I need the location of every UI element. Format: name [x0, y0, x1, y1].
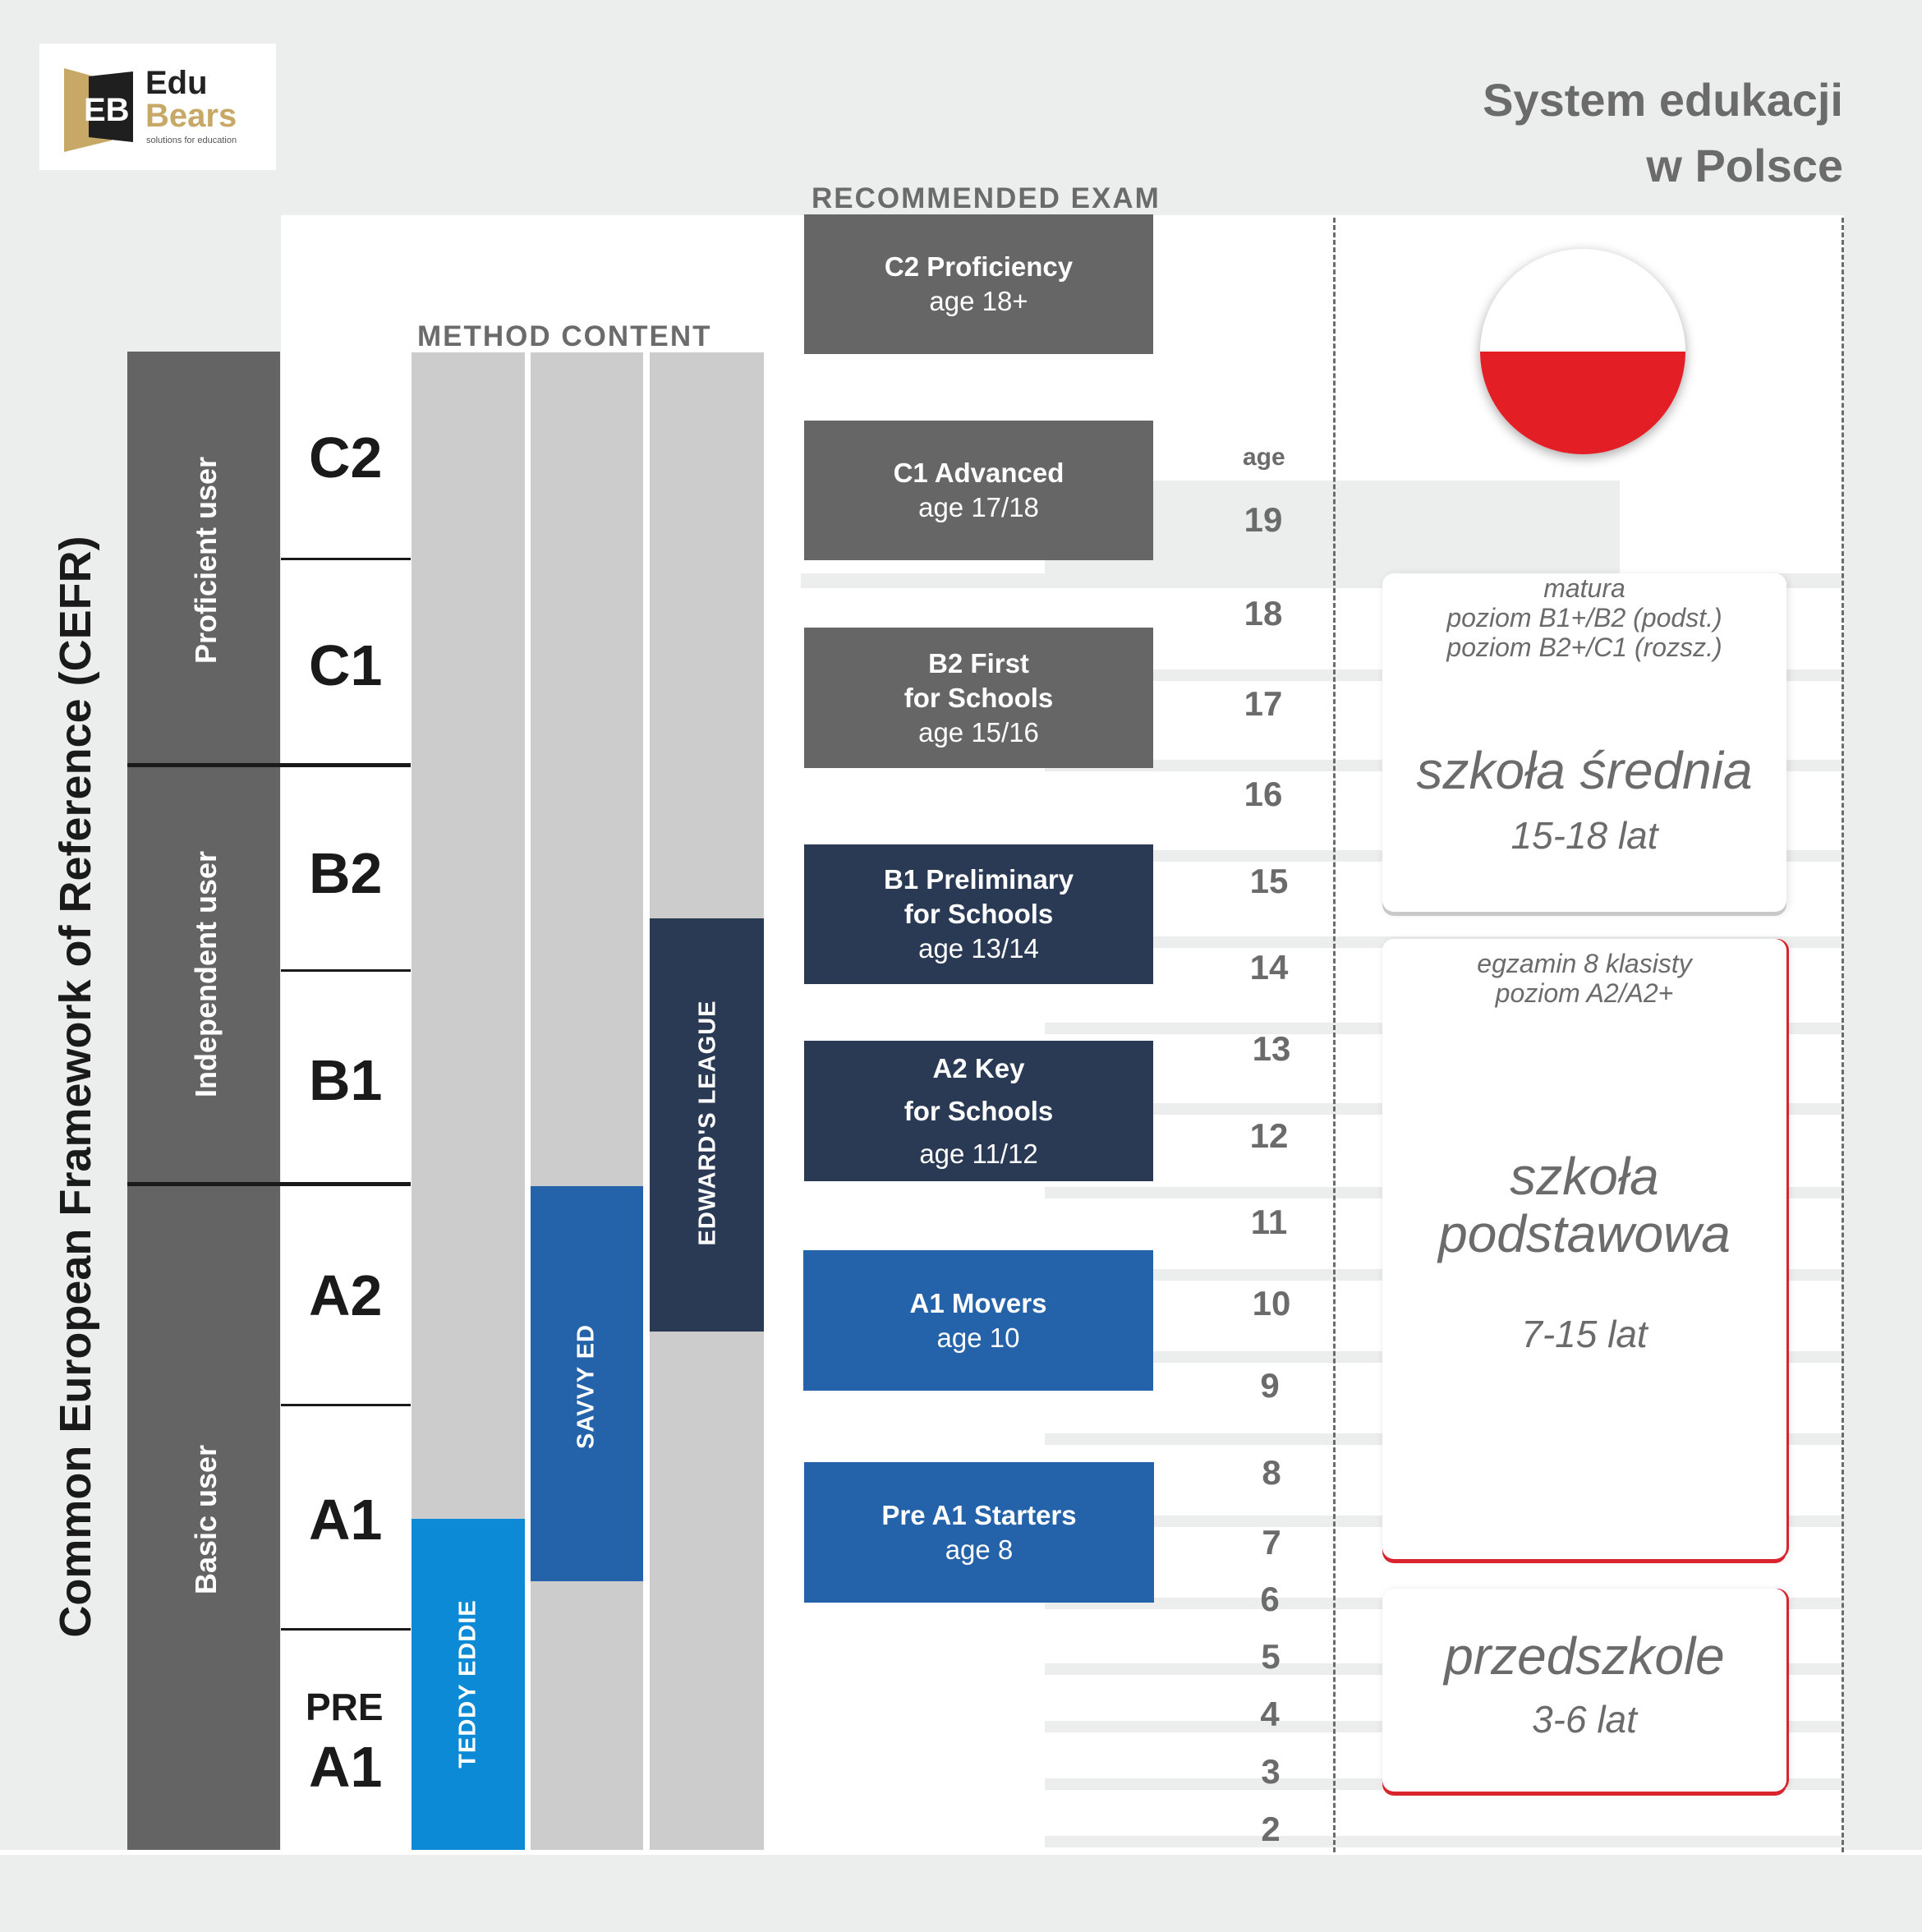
age-11: 11	[1250, 1203, 1288, 1241]
level-b1: B1	[309, 1048, 383, 1112]
group-basic-user: Basic user	[189, 1444, 223, 1595]
group-independent-user: Independent user	[189, 850, 223, 1098]
preschool-ages: 3-6 lat	[1532, 1698, 1637, 1741]
exam-name: B2 First	[928, 647, 1029, 678]
logo-word-bears: Bears	[145, 98, 237, 134]
series-edwards-league	[650, 918, 764, 1332]
recommended-exam-header: RECOMMENDED EXAM	[812, 182, 1161, 214]
age-3: 3	[1261, 1752, 1281, 1791]
primary-note-1: egzamin 8 klasisty	[1477, 949, 1692, 978]
level-c2: C2	[309, 426, 383, 490]
exam-b1-preliminary: B1 Preliminary for Schools age 13/14	[804, 844, 1153, 984]
age-5: 5	[1261, 1637, 1281, 1676]
exam-c1-advanced: C1 Advanced age 17/18	[804, 421, 1153, 560]
method-column-2	[531, 352, 643, 1850]
exam-name-2: for Schools	[904, 1095, 1054, 1126]
level-c1: C1	[309, 633, 383, 697]
exam-name: C1 Advanced	[893, 458, 1064, 488]
group-proficient-user: Proficient user	[189, 456, 223, 665]
exam-pre-a1-starters: Pre A1 Starters age 8	[804, 1462, 1154, 1603]
age-8: 8	[1262, 1453, 1281, 1492]
logo-word-edu: Edu	[145, 65, 208, 101]
secondary-note-1: matura	[1543, 573, 1625, 603]
primary-note-2: poziom A2/A2+	[1495, 978, 1674, 1008]
page-title: System edukacji w Polsce	[1350, 67, 1843, 199]
age-9: 9	[1260, 1366, 1280, 1405]
exam-name-2: for Schools	[904, 899, 1054, 929]
primary-ages: 7-15 lat	[1521, 1313, 1648, 1355]
age-15: 15	[1249, 862, 1289, 900]
secondary-name: szkoła średnia	[1416, 741, 1753, 800]
exam-name: Pre A1 Starters	[881, 1499, 1077, 1530]
exam-name: B1 Preliminary	[883, 864, 1074, 895]
series-teddy-eddie-label: TEDDY EDDIE	[454, 1599, 481, 1769]
level-pre-a1: A1	[309, 1735, 383, 1799]
primary-name-2: podstawowa	[1438, 1204, 1731, 1263]
cefr-framework-title: Common European Framework of Reference (…	[51, 536, 100, 1638]
exam-a1-movers: A1 Movers age 10	[803, 1250, 1153, 1391]
age-7: 7	[1262, 1523, 1281, 1562]
title-line-2: w Polsce	[1646, 140, 1843, 191]
secondary-note-2: poziom B1+/B2 (podst.)	[1446, 603, 1722, 632]
preschool-name: przedszkole	[1444, 1626, 1725, 1686]
age-10: 10	[1252, 1284, 1291, 1322]
series-savvy-ed	[531, 1186, 643, 1581]
exam-age: age 11/12	[919, 1138, 1038, 1169]
exam-name: A1 Movers	[909, 1287, 1047, 1318]
exam-c2-proficiency: C2 Proficiency age 18+	[804, 214, 1153, 354]
exam-age: age 8	[945, 1534, 1014, 1565]
level-a1: A1	[309, 1488, 383, 1552]
primary-name-1: szkoła	[1510, 1147, 1659, 1206]
title-line-1: System edukacji	[1483, 74, 1843, 126]
school-preschool: przedszkole 3-6 lat	[1382, 1589, 1786, 1792]
dashed-divider-right	[1842, 218, 1844, 1852]
school-primary: egzamin 8 klasisty poziom A2/A2+ szkoła …	[1382, 939, 1786, 1559]
age-2: 2	[1261, 1810, 1281, 1848]
age-18: 18	[1244, 594, 1283, 632]
age-12: 12	[1249, 1116, 1289, 1155]
exam-a2-key: A2 Key for Schools age 11/12	[804, 1041, 1153, 1181]
series-teddy-eddie	[412, 1519, 525, 1850]
secondary-note-3: poziom B2+/C1 (rozsz.)	[1446, 632, 1722, 662]
age-19: 19	[1244, 500, 1283, 539]
logo-tagline: solutions for education	[146, 136, 237, 145]
series-edwards-league-label: EDWARD'S LEAGUE	[694, 1000, 721, 1246]
age-4: 4	[1260, 1695, 1280, 1733]
exam-age: age 10	[936, 1322, 1020, 1353]
method-content-header: METHOD CONTENT	[417, 320, 712, 352]
exam-name: C2 Proficiency	[884, 251, 1074, 282]
level-a2: A2	[309, 1263, 383, 1327]
exam-age: age 15/16	[918, 716, 1039, 748]
age-14: 14	[1249, 948, 1289, 987]
exam-age: age 13/14	[918, 933, 1039, 964]
exam-age: age 17/18	[918, 492, 1039, 522]
level-b2: B2	[309, 841, 383, 905]
age-16: 16	[1244, 775, 1283, 813]
secondary-ages: 15-18 lat	[1510, 814, 1658, 857]
level-pre: PRE	[306, 1686, 384, 1728]
cefr-group-bar	[127, 352, 280, 1850]
age-13: 13	[1252, 1029, 1291, 1068]
logo-mark-icon: EB	[64, 68, 133, 152]
age-6: 6	[1260, 1580, 1280, 1618]
age-17: 17	[1244, 684, 1283, 723]
exam-name: A2 Key	[932, 1052, 1025, 1083]
dashed-divider-left	[1333, 218, 1336, 1852]
exam-name-2: for Schools	[904, 682, 1054, 713]
edubears-logo: EB Edu Bears solutions for education	[39, 44, 276, 170]
series-savvy-ed-label: SAVVY ED	[572, 1324, 600, 1449]
exam-age: age 18+	[929, 286, 1028, 316]
exam-b2-first: B2 First for Schools age 15/16	[804, 628, 1153, 768]
logo-monogram: EB	[84, 92, 130, 128]
school-secondary: matura poziom B1+/B2 (podst.) poziom B2+…	[1382, 573, 1786, 912]
age-header: age	[1243, 444, 1285, 471]
poland-flag-icon	[1480, 249, 1685, 454]
